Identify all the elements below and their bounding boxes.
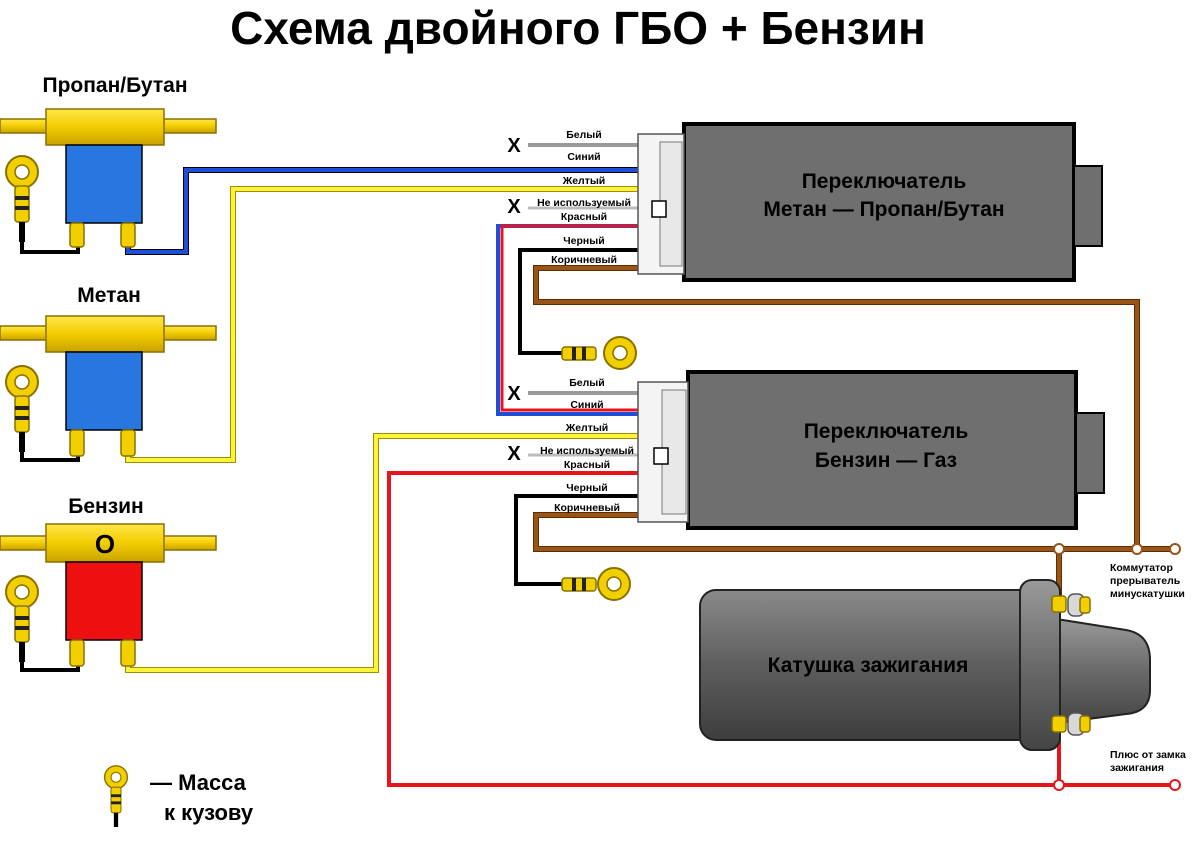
valve-propane-label: Пропан/Бутан bbox=[42, 74, 187, 97]
breaker-note-line: минускатушки bbox=[1110, 588, 1185, 600]
switch2-wire-label: Синий bbox=[570, 399, 603, 411]
switch2-wire-label: Черный bbox=[566, 482, 607, 494]
valve-petrol-symbol: O bbox=[95, 529, 115, 559]
breaker-note: Коммутатор прерыватель минускатушки bbox=[1110, 562, 1185, 600]
switch1-wire-labels: Белый Синий Желтый Не используемый Красн… bbox=[507, 129, 631, 266]
ground-lug-icon bbox=[5, 365, 39, 452]
valve-propane: Пропан/Бутан bbox=[0, 74, 217, 248]
switch2-ground bbox=[561, 567, 631, 601]
junction-dots bbox=[1053, 543, 1181, 791]
unused-mark: X bbox=[507, 135, 521, 157]
ignition-coil: Катушка зажигания bbox=[699, 579, 1151, 751]
wire-switch2-red bbox=[387, 471, 1175, 787]
switch2-wire-labels: Белый Синий Желтый Не используемый Красн… bbox=[507, 377, 634, 514]
legend: — Масса к кузову bbox=[103, 764, 254, 827]
switch1-wire-label: Не используемый bbox=[537, 197, 631, 209]
ground-lug-icon bbox=[5, 155, 39, 242]
switch2-wire-label: Желтый bbox=[565, 422, 609, 434]
ignition-coil-label: Катушка зажигания bbox=[768, 654, 969, 677]
ground-lug-icon bbox=[103, 764, 129, 827]
switch2-wire-label: Не используемый bbox=[540, 445, 634, 457]
valve-methane: Метан bbox=[0, 284, 217, 457]
switch2-title-line2: Бензин — Газ bbox=[815, 449, 957, 472]
switch2-wire-label: Коричневый bbox=[554, 502, 620, 514]
wire-switch2-black bbox=[514, 494, 638, 586]
ignition-note-line: Плюс от замка bbox=[1110, 749, 1186, 761]
valve-methane-label: Метан bbox=[77, 284, 141, 307]
switch1-wire-label: Красный bbox=[561, 211, 607, 223]
switch1-title-line1: Переключатель bbox=[802, 170, 967, 193]
legend-line2: к кузову bbox=[164, 800, 254, 825]
wire-switch1-black bbox=[518, 248, 638, 355]
breaker-note-line: прерыватель bbox=[1110, 575, 1181, 587]
switch2-wire-label: Белый bbox=[569, 377, 604, 389]
switch2-title-line1: Переключатель bbox=[804, 420, 969, 443]
unused-mark: X bbox=[507, 196, 521, 218]
ground-lug-icon bbox=[5, 575, 39, 662]
page-title: Схема двойного ГБО + Бензин bbox=[230, 2, 926, 54]
switch1-wire-label: Коричневый bbox=[551, 254, 617, 266]
switch1-ground bbox=[561, 336, 637, 370]
unused-mark: X bbox=[507, 383, 521, 405]
switch2-wire-label: Красный bbox=[564, 459, 610, 471]
ignition-note-line: зажигания bbox=[1110, 762, 1164, 774]
unused-mark: X bbox=[507, 443, 521, 465]
switch-methane-propane: Переключатель Метан — Пропан/Бутан bbox=[637, 122, 1103, 282]
switch1-wire-label: Синий bbox=[567, 151, 600, 163]
switch1-wire-label: Белый bbox=[566, 129, 601, 141]
legend-line1: — Масса bbox=[150, 770, 247, 795]
ignition-note: Плюс от замка зажигания bbox=[1110, 749, 1186, 774]
switch1-wire-label: Черный bbox=[563, 235, 604, 247]
switch1-title-line2: Метан — Пропан/Бутан bbox=[763, 198, 1004, 221]
breaker-note-line: Коммутатор bbox=[1110, 562, 1173, 574]
switch-petrol-gas: Переключатель Бензин — Газ bbox=[637, 370, 1105, 530]
valve-petrol-label: Бензин bbox=[68, 495, 144, 518]
valve-petrol: Бензин O bbox=[0, 495, 217, 667]
wire-methane-yellow bbox=[125, 186, 638, 463]
switch1-wire-label: Желтый bbox=[562, 175, 606, 187]
